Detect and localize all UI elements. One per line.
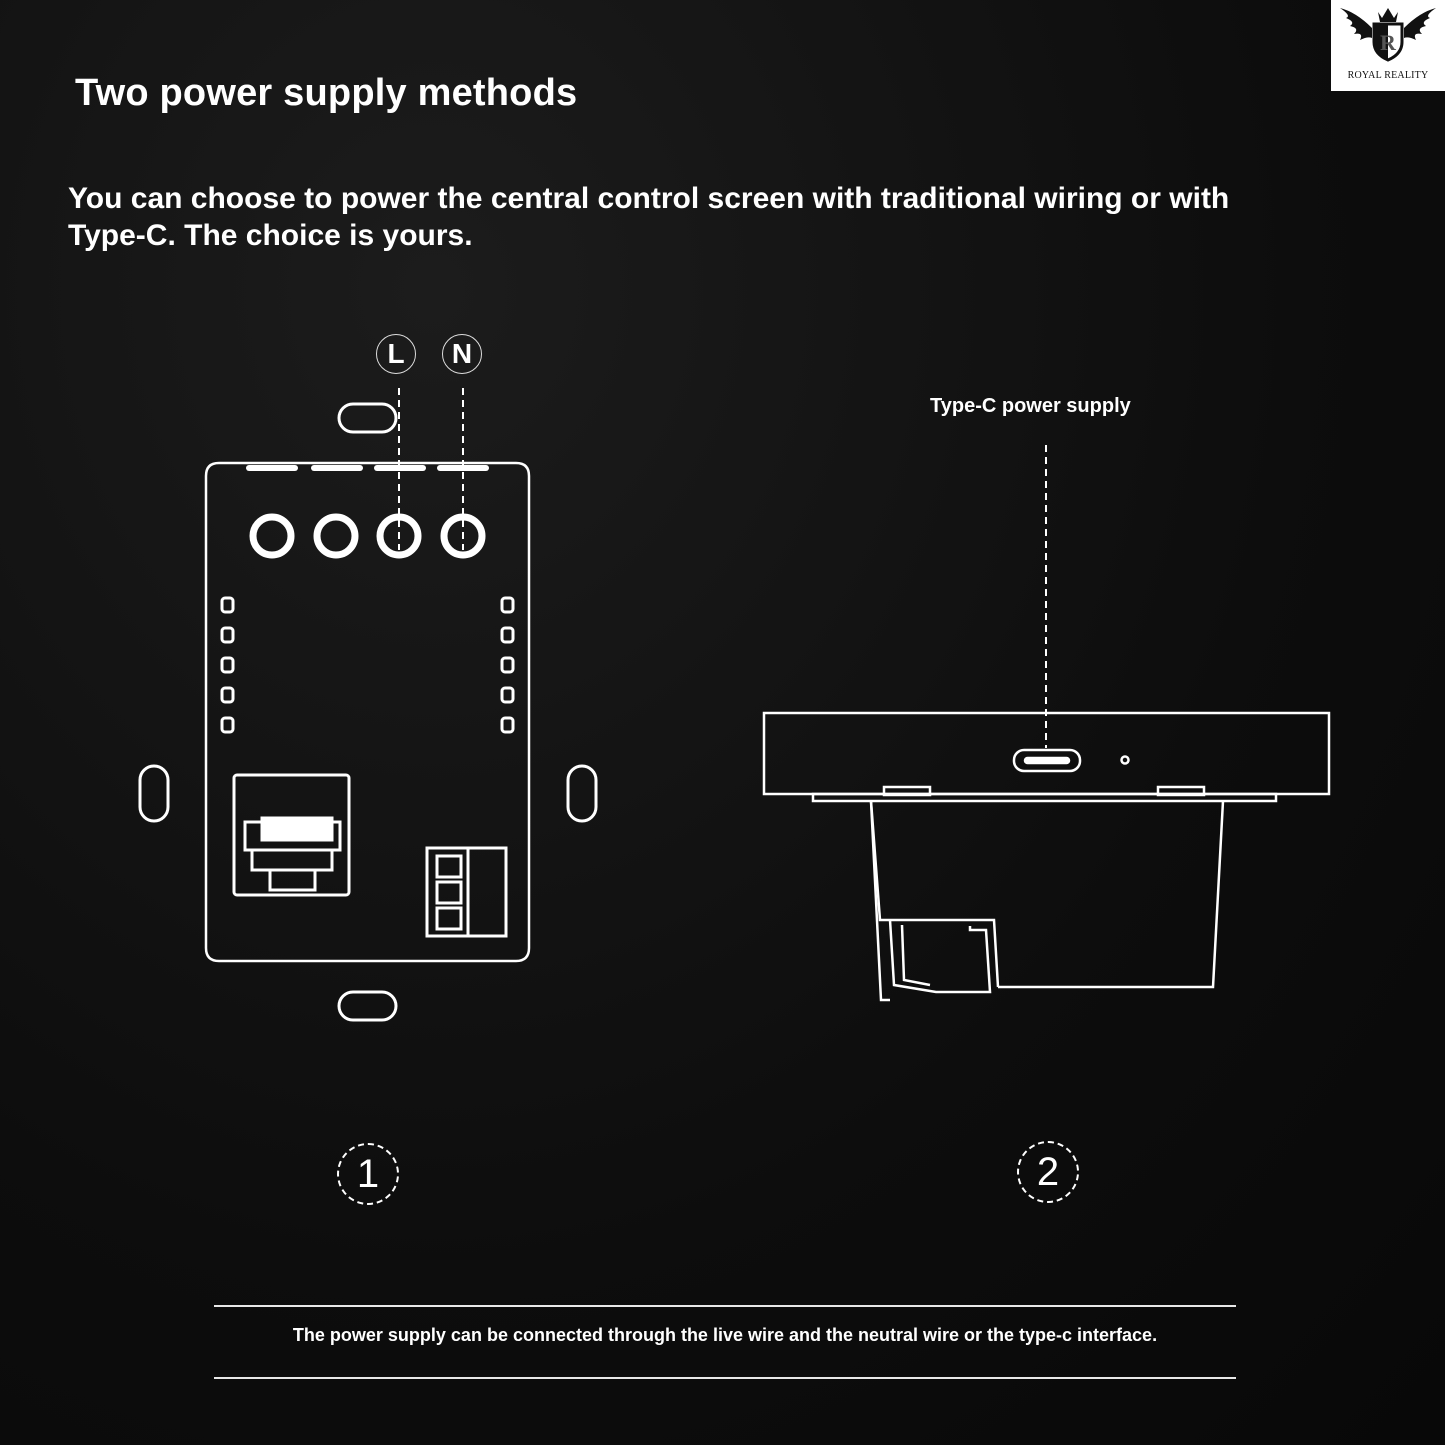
neutral-label-text: N (451, 338, 473, 369)
footer-top-divider (214, 1305, 1236, 1307)
neutral-terminal-label: N (442, 334, 482, 374)
diagram-2-number-badge: 2 (1017, 1141, 1079, 1203)
brand-name: ROYAL REALITY (1347, 70, 1429, 81)
rear-panel-drawing (138, 402, 598, 1022)
page-subtitle: You can choose to power the central cont… (68, 182, 1230, 252)
page-title: Two power supply methods (75, 72, 578, 114)
diagram-1-number-badge: 1 (337, 1143, 399, 1205)
side-view-drawing (762, 711, 1331, 1002)
svg-text:R: R (1380, 30, 1397, 55)
live-terminal-label: L (376, 334, 416, 374)
diagram-2-number: 2 (1036, 1149, 1060, 1194)
live-label-text: L (387, 338, 405, 369)
brand-logo: R ROYAL REALITY (1331, 0, 1445, 91)
footer-bottom-divider (214, 1377, 1236, 1379)
diagram-1-number: 1 (356, 1151, 380, 1196)
footer-note: The power supply can be connected throug… (292, 1325, 1158, 1345)
winged-shield-icon: R (1340, 8, 1436, 62)
typec-callout-label: Type-C power supply (930, 395, 1131, 417)
